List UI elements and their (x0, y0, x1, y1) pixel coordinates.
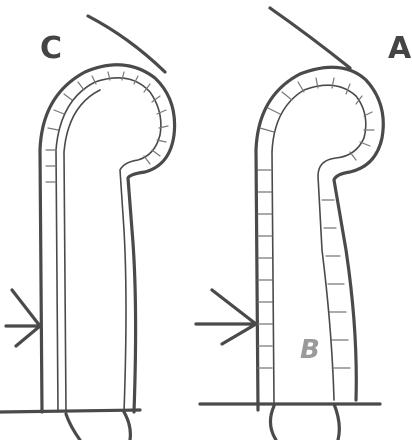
figure-a (196, 8, 383, 440)
figure-c-top-line (88, 16, 165, 72)
figure-c (0, 16, 175, 440)
figure-a-wall-ticks (258, 78, 374, 368)
figure-a-stalk (270, 404, 339, 440)
figure-c-base-line (0, 410, 140, 412)
figure-a-top-line (270, 8, 350, 68)
figure-c-arrow (6, 290, 40, 346)
figure-c-inner-line (64, 90, 100, 412)
figure-a-arrow (196, 290, 256, 344)
figure-c-stalk (66, 412, 130, 440)
label-b: B (300, 335, 320, 365)
label-c: C (40, 31, 62, 66)
figure-c-outer-contour (40, 65, 175, 412)
figure-c-inner-contour (56, 78, 161, 412)
label-a: A (388, 31, 412, 66)
